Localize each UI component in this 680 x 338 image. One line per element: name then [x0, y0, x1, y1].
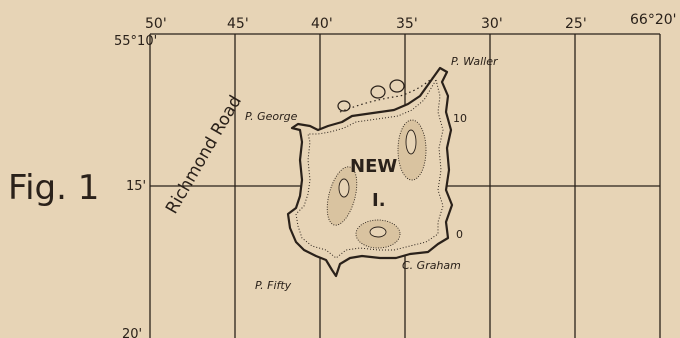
label-p-george: P. George	[245, 110, 298, 123]
lon-label-30: 30'	[481, 16, 503, 32]
lon-label-50: 50'	[145, 16, 167, 32]
lat-label-55-10: 55°10'	[114, 34, 157, 49]
lat-label-15: 15'	[126, 179, 146, 194]
label-p-waller: P. Waller	[451, 55, 499, 68]
lon-label-66-20: 66°20'	[630, 12, 676, 28]
lon-label-45: 45'	[227, 16, 249, 32]
hill-north-core	[405, 129, 417, 155]
rock-1	[370, 85, 386, 99]
road-label: Richmond Road	[162, 92, 246, 217]
reef-rocks	[337, 69, 441, 113]
label-c-graham: C. Graham	[402, 259, 461, 272]
lon-label-25: 25'	[565, 16, 587, 32]
lat-label-20: 20'	[122, 327, 142, 338]
sounding-0: 0	[456, 228, 463, 241]
hills	[326, 119, 427, 249]
island-name-line2: I.	[372, 190, 386, 211]
lon-label-40: 40'	[311, 16, 333, 32]
label-p-fifty: P. Fifty	[255, 279, 292, 292]
rock-3	[337, 100, 351, 112]
sounding-10: 10	[453, 112, 467, 125]
hill-west-core	[338, 178, 350, 198]
island-coast-shading	[295, 78, 444, 259]
lon-label-35: 35'	[396, 16, 418, 32]
rock-2	[389, 79, 405, 93]
hill-south-core	[369, 226, 387, 238]
figure-label: Fig. 1	[8, 168, 99, 208]
reef-dotted-line	[339, 69, 441, 113]
island-name-line1: NEW	[350, 156, 397, 177]
